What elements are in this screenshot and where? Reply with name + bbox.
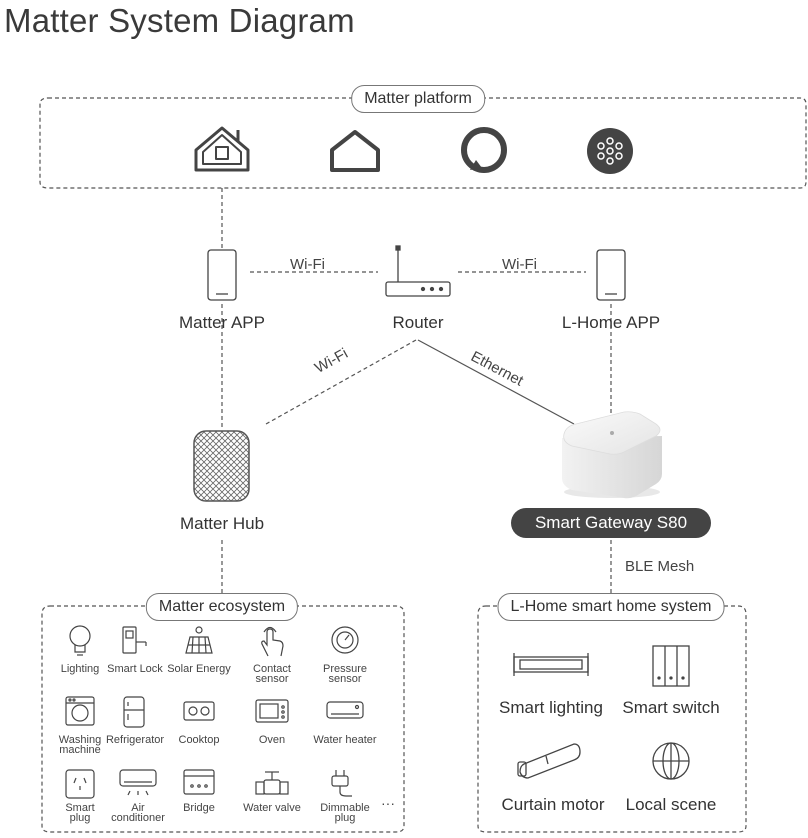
device-label: Lighting [60, 663, 100, 675]
device-label: Water valve [243, 802, 301, 814]
light-bar-icon [513, 653, 589, 676]
platform-box [39, 97, 807, 189]
wifi-hub-line [265, 339, 417, 425]
device-label: Cooktop [178, 734, 220, 746]
touch-icon [261, 626, 284, 657]
ecosystem-box [41, 605, 405, 833]
device-label: Washing machine [58, 734, 102, 756]
device-label: Refrigerator [105, 734, 165, 746]
lhome-item-label: Curtain motor [501, 795, 605, 814]
fridge-icon [123, 696, 145, 728]
device-label: Bridge [183, 802, 215, 814]
wifi-left-label: Wi-Fi [290, 256, 325, 273]
curtain-motor-icon [517, 743, 581, 779]
router-icon [385, 245, 451, 297]
lhome-box [477, 605, 747, 833]
lhome-item-label: Smart switch [622, 698, 720, 717]
more-devices-ellipsis: ··· [381, 795, 395, 811]
device-label: Oven [258, 734, 286, 746]
ac-icon [119, 769, 157, 796]
lhome-item-label: Smart lighting [499, 698, 603, 717]
device-label: Dimmable plug [320, 802, 370, 824]
smartthings-icon [587, 128, 633, 174]
router-label: Router [392, 313, 444, 332]
wifi-right-label: Wi-Fi [502, 256, 537, 273]
platform-label: Matter platform [351, 85, 485, 113]
lhome-app-phone-icon [596, 249, 626, 301]
valve-icon [255, 771, 289, 795]
oven-icon [255, 699, 289, 723]
ecosystem-label: Matter ecosystem [145, 593, 299, 621]
bulb-icon [69, 625, 91, 656]
washer-icon [65, 696, 95, 726]
device-label: Smart plug [65, 802, 95, 824]
device-label: Air conditioner [111, 802, 165, 824]
matter-hub-label: Matter Hub [179, 514, 265, 533]
switch-icon [652, 645, 690, 687]
device-label: Contact sensor [253, 663, 291, 685]
globe-icon [652, 742, 690, 780]
gateway-label: Smart Gateway S80 [511, 508, 711, 538]
matter-app-phone-icon [207, 249, 237, 301]
dimmable-plug-icon [331, 770, 352, 797]
water-heater-icon [326, 701, 364, 719]
plug-icon [65, 769, 95, 799]
device-label: Smart Lock [107, 663, 163, 675]
apple-home-icon [194, 126, 250, 172]
lhome-app-label: L-Home APP [561, 313, 661, 332]
solar-icon [185, 626, 213, 654]
bridge-icon [183, 769, 215, 795]
ethernet-line [417, 339, 575, 425]
page-title: Matter System Diagram [4, 2, 355, 39]
alexa-icon [461, 127, 507, 173]
gateway-icon [562, 411, 662, 499]
gauge-icon [331, 626, 359, 654]
google-home-icon [330, 130, 380, 172]
cooktop-icon [183, 701, 215, 721]
ble-mesh-label: BLE Mesh [625, 558, 695, 575]
device-label: Pressure sensor [322, 663, 368, 685]
device-label: Solar Energy [167, 663, 231, 675]
matter-hub-icon [193, 430, 250, 502]
lock-icon [122, 626, 147, 654]
matter-app-label: Matter APP [179, 313, 265, 332]
lhome-item-label: Local scene [625, 795, 717, 814]
lhome-label: L-Home smart home system [497, 593, 725, 621]
device-label: Water heater [313, 734, 377, 746]
